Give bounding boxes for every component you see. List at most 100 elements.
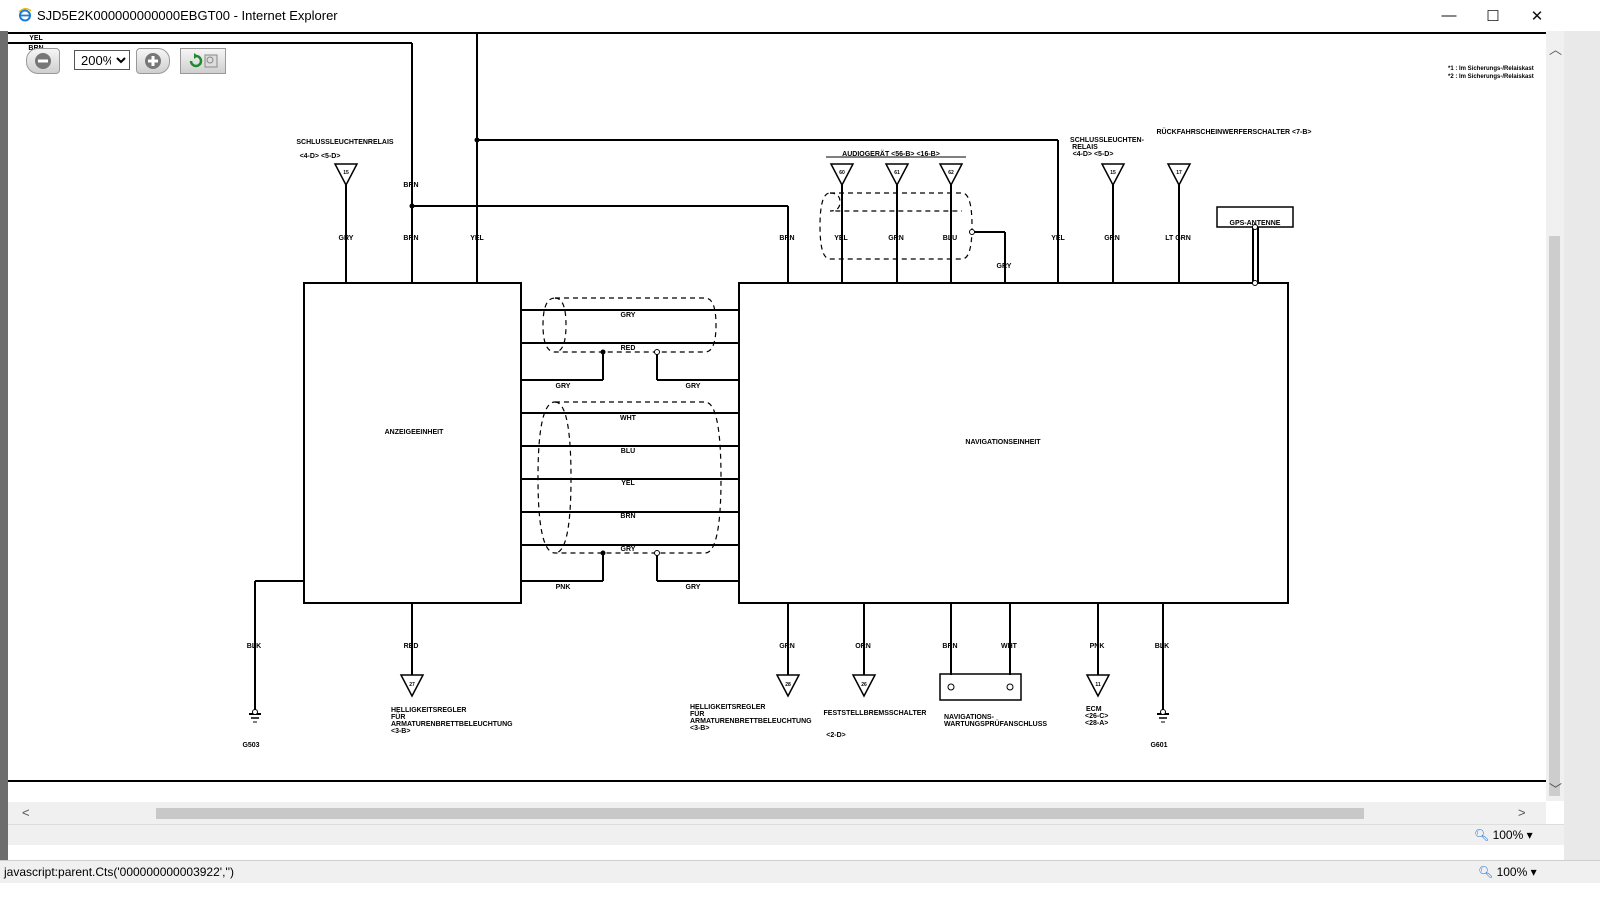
dimmer-mid-label: ARMATURENBRETTBELEUCHTUNG — [690, 718, 812, 725]
zoom-out-icon — [35, 53, 51, 69]
wire-label: GRY — [997, 263, 1012, 270]
audio-unit-label: AUDIOGERÄT <56-B> <16-B> — [842, 150, 940, 158]
wire-label: GRN — [1104, 235, 1120, 242]
zoom-out-button[interactable] — [26, 48, 60, 74]
scroll-down-icon[interactable]: ﹀ — [1549, 782, 1563, 797]
ecm-label: ECM — [1086, 706, 1102, 713]
minimize-icon: — — [1441, 7, 1457, 24]
wire-label: GRY — [621, 312, 636, 319]
nav-unit-box — [738, 282, 1289, 604]
wire-label: ORN — [855, 643, 871, 650]
ecm-label: <28-A> — [1085, 720, 1108, 727]
status-url-text: javascript:parent.Cts('000000000003922',… — [4, 865, 234, 879]
pin-label: 17 — [1176, 170, 1182, 176]
wire-label: GRY — [556, 383, 571, 390]
wire-label: YEL — [1051, 235, 1065, 242]
wire-label: PNK — [1090, 643, 1105, 650]
parking-brake-ref: <2-D> — [826, 732, 845, 739]
dimmer-mid-label: <3-B> — [690, 725, 709, 732]
reset-view-button[interactable] — [180, 48, 226, 74]
tail-relay-left-ref: <4-D> <5-D> — [300, 153, 341, 160]
wire-label: BRN — [403, 182, 418, 189]
outer-zoom-value: 100% — [1496, 865, 1528, 879]
pin-label: 11 — [1095, 682, 1101, 688]
gps-antenna-label: GPS-ANTENNE — [1230, 220, 1281, 227]
wire-label: YEL — [621, 480, 635, 487]
nav-unit-label: NAVIGATIONSEINHEIT — [965, 439, 1041, 446]
note-line: *1 : Im Sicherungs-/Relaiskast — [1448, 66, 1534, 72]
chevron-down-icon: ▾ — [1526, 828, 1533, 842]
connector-15 — [333, 163, 359, 187]
parking-brake-label: FESTSTELLBREMSSCHALTER — [824, 710, 927, 717]
outer-zoom-indicator[interactable]: 🔍︎ 100% ▾ — [1478, 865, 1537, 879]
wire-label: BRN — [620, 513, 635, 520]
scroll-right-icon[interactable]: > — [1518, 805, 1526, 820]
zoom-toolbar: 200% — [26, 48, 236, 74]
note-line: *2 : Im Sicherungs-/Relaiskast — [1448, 74, 1534, 80]
wire-label: PNK — [556, 584, 571, 591]
dimmer-left-label: FÜR — [391, 712, 405, 721]
wire-label: GRY — [339, 235, 354, 242]
document-viewport: YEL BRN SCHLUSSLEUCHTENRELAIS <4-D> <5-D… — [8, 31, 1546, 801]
pin-label: 62 — [948, 170, 954, 176]
zoom-level-select[interactable]: 200% — [74, 50, 130, 70]
title-bar: SJD5E2K000000000000EBGT00 - Internet Exp… — [0, 0, 1600, 32]
wire-label: WHT — [620, 415, 637, 422]
wiring-diagram: YEL BRN SCHLUSSLEUCHTENRELAIS <4-D> <5-D… — [8, 32, 1546, 782]
dimmer-left-label: ARMATURENBRETTBELEUCHTUNG — [391, 721, 513, 728]
inner-zoom-indicator[interactable]: 🔍︎ 100% ▾ — [1474, 828, 1533, 842]
wire-label: GRY — [621, 546, 636, 553]
inner-status-bar: 🔍︎ 100% ▾ — [8, 824, 1564, 845]
ground-left-label: G503 — [242, 742, 259, 749]
zoom-magnifier-icon: 🔍︎ — [1474, 828, 1490, 842]
wire-label: BLU — [621, 448, 635, 455]
vertical-scroll-thumb[interactable] — [1549, 236, 1560, 796]
dimmer-mid-label: FÜR — [690, 709, 704, 718]
pin-label: 28 — [785, 682, 791, 688]
zoom-in-button[interactable] — [136, 48, 170, 74]
vertical-scrollbar[interactable]: ︿ ﹀ — [1546, 31, 1564, 801]
tail-relay-right-label: RELAIS — [1072, 144, 1098, 151]
wire-label: BRN — [942, 643, 957, 650]
wire-label: RED — [404, 643, 419, 650]
wire-label: BLK — [1155, 643, 1169, 650]
wire-label: GRY — [686, 383, 701, 390]
pin-label: 15 — [1110, 170, 1116, 176]
browser-status-bar: javascript:parent.Cts('000000000003922',… — [0, 860, 1600, 883]
display-unit-box — [303, 282, 522, 604]
dimmer-left-label: HELLIGKEITSREGLER — [391, 707, 466, 714]
maximize-icon: ☐ — [1486, 7, 1500, 25]
refresh-icon — [189, 53, 218, 68]
nav-service-label: NAVIGATIONS- — [944, 714, 995, 721]
right-background-strip — [1564, 31, 1600, 860]
scroll-left-icon[interactable]: < — [22, 805, 30, 820]
tail-relay-right-label: SCHLUSSLEUCHTEN- — [1070, 137, 1145, 144]
label-yel-top: YEL — [29, 35, 43, 42]
wire-label: LT GRN — [1165, 235, 1191, 242]
wire-label: BLU — [943, 235, 957, 242]
ecm-label: <26-C> — [1085, 713, 1108, 720]
horizontal-scrollbar[interactable]: < > — [8, 802, 1546, 824]
dimmer-left-label: <3-B> — [391, 728, 410, 735]
scroll-up-icon[interactable]: ︿ — [1549, 42, 1563, 57]
wire-label: BRN — [403, 235, 418, 242]
nav-service-label: WARTUNGSPRÜFANSCHLUSS — [944, 719, 1047, 728]
close-button[interactable]: ✕ — [1514, 0, 1560, 31]
wire-label: GRN — [888, 235, 904, 242]
zoom-in-icon — [145, 53, 161, 69]
wire-label: BLK — [247, 643, 261, 650]
wire-label: RED — [621, 345, 636, 352]
wire-label: GRN — [779, 643, 795, 650]
wire-label: BRN — [779, 235, 794, 242]
tail-relay-right-ref: <4-D> <5-D> — [1073, 151, 1114, 158]
pin-label: 26 — [861, 682, 867, 688]
chevron-down-icon: ▾ — [1530, 865, 1537, 879]
maximize-button[interactable]: ☐ — [1470, 0, 1516, 31]
internet-explorer-icon — [18, 8, 32, 22]
horizontal-scroll-thumb[interactable] — [156, 808, 1364, 819]
minimize-button[interactable]: — — [1426, 0, 1472, 31]
window-title: SJD5E2K000000000000EBGT00 - Internet Exp… — [37, 8, 338, 23]
wire-label: YEL — [470, 235, 484, 242]
tail-relay-left-label: SCHLUSSLEUCHTENRELAIS — [296, 139, 394, 146]
reverse-switch-label: RÜCKFAHRSCHEINWERFERSCHALTER <7-B> — [1156, 127, 1311, 136]
